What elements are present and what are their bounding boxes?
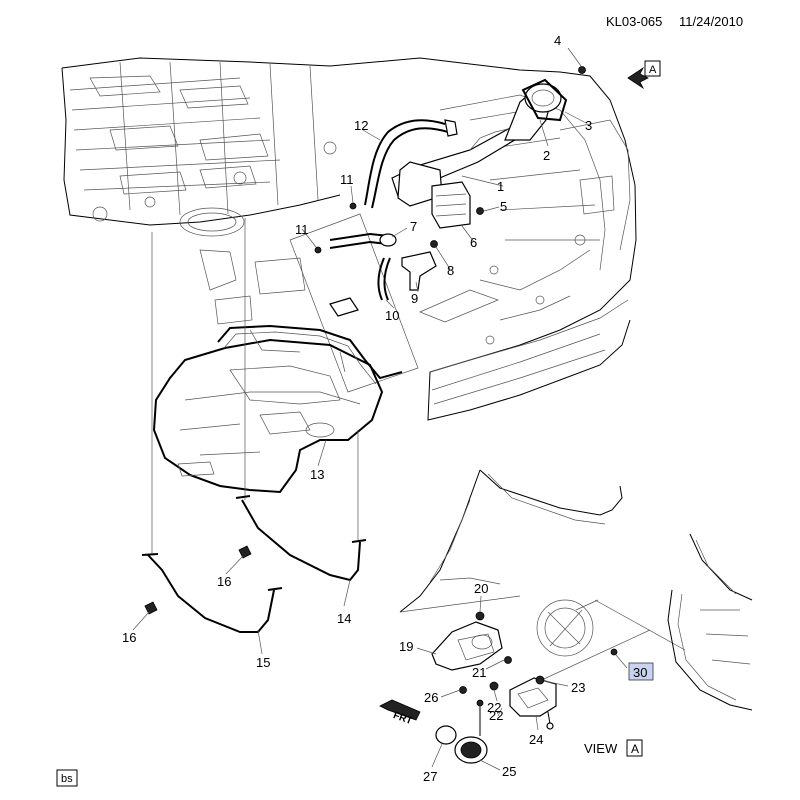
vehicle-underbody [61,57,637,421]
callout-labels: 1 2 3 4 5 6 7 8 9 10 11 11 12 13 14 15 1… [122,33,654,784]
callout-16-lower: 16 [122,630,136,645]
callout-27: 27 [423,769,437,784]
view-a-arrow-icon: A [627,60,661,90]
filler-pocket [431,611,512,671]
callout-22-left: 22 [487,700,501,715]
callout-6: 6 [470,235,477,250]
diagram-code: KL03-065 [606,14,662,29]
callout-20: 20 [474,581,488,596]
callout-26: 26 [424,690,438,705]
callout-4: 4 [554,33,561,48]
callout-21: 21 [472,665,486,680]
callout-10: 10 [385,308,399,323]
brackets [401,207,484,291]
callout-2: 2 [543,148,550,163]
diagram-date: 11/24/2010 [679,14,743,29]
view-letter-box [626,739,643,757]
fastener-30 [610,648,618,656]
filler-bracket [489,675,557,730]
callout-leaders [132,47,628,771]
pocket-fastener [459,686,467,694]
tank-strap-15 [141,553,283,633]
callout-1: 1 [497,179,504,194]
callout-5: 5 [500,199,507,214]
callout-22: 22 [489,708,503,723]
callout-15: 15 [256,655,270,670]
tank-strap-14 [235,495,367,582]
callout-24: 24 [529,732,543,747]
callout-14: 14 [337,611,351,626]
callout-19: 19 [399,639,413,654]
fuel-cap [454,699,488,764]
callout-11-lower: 11 [295,222,309,237]
callout-3: 3 [585,118,592,133]
callout-8: 8 [447,263,454,278]
strap-bolts [144,545,252,615]
quarter-panel [399,469,686,691]
callout-16-upper: 16 [217,574,231,589]
callout-13: 13 [310,467,324,482]
view-label: VIEW [584,741,618,756]
view-label-letter: A [631,742,639,756]
callout-23: 23 [571,680,585,695]
footer-badge: bs [61,773,73,785]
fuel-hoses [314,202,397,317]
callout-12: 12 [354,118,368,133]
vent-hose [364,119,458,209]
callout-11-upper: 11 [340,172,354,187]
fuel-filler-assembly [391,66,586,229]
fuel-cap-seal [435,725,457,745]
view-arrow-letter: A [649,64,657,76]
callout-7: 7 [410,219,417,234]
callout-30: 30 [633,665,647,680]
rear-wheel-arch [667,533,753,711]
footer-badge-box [56,769,78,787]
strap-leader-lines [151,218,359,555]
callout-30-highlight [628,662,654,681]
callout-25: 25 [502,764,516,779]
fuel-tank [152,324,403,494]
front-direction-arrow-icon: FRT [379,699,421,727]
callout-9: 9 [411,291,418,306]
